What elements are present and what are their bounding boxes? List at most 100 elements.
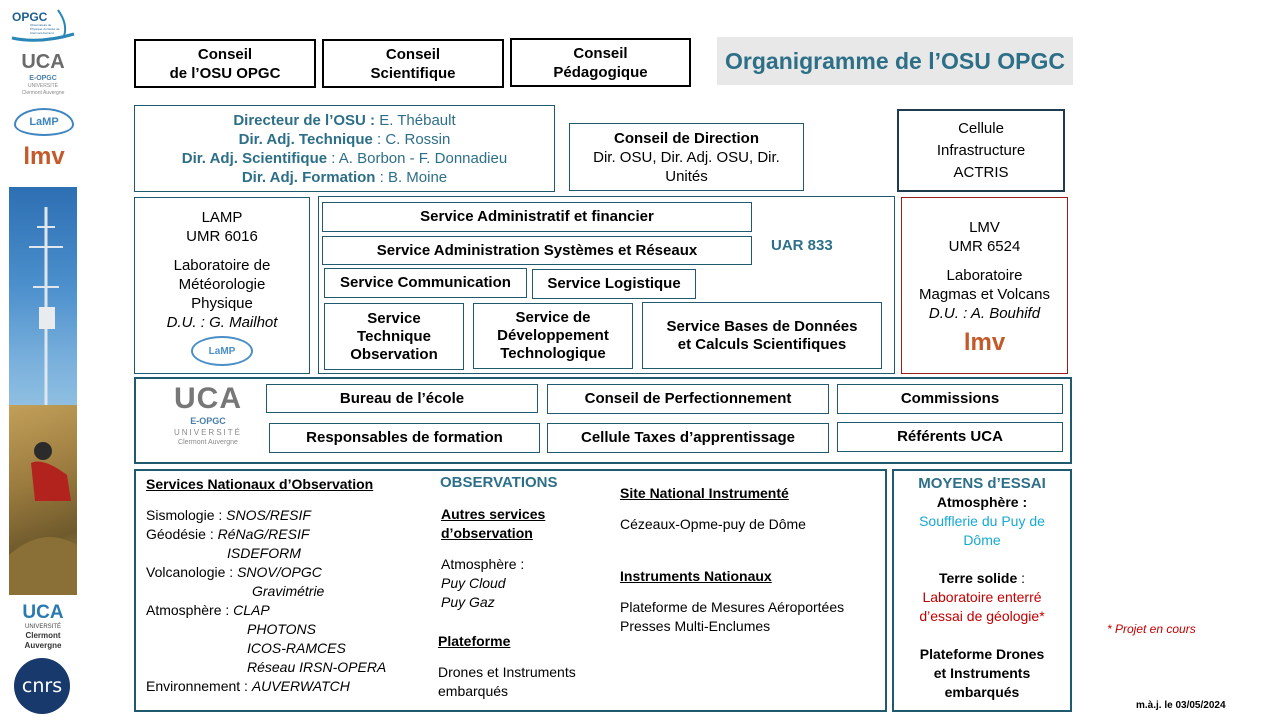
weather-mast-icon	[9, 187, 77, 405]
service-logistique-label: Service Logistique	[547, 275, 680, 293]
referents-uca-label: Référents UCA	[897, 428, 1003, 446]
dir-sci-name: : A. Borbon - F. Donnadieu	[327, 150, 507, 167]
moyens-plateforme-3: embarqués	[893, 683, 1071, 702]
service-admin-financier: Service Administratif et financier	[322, 202, 752, 232]
lamp-line1: LAMP	[202, 208, 243, 227]
dir-form-role: Dir. Adj. Formation	[242, 169, 376, 186]
service-sbd-line2: et Calculs Scientifiques	[678, 336, 846, 354]
conseil-perfectionnement-label: Conseil de Perfectionnement	[585, 390, 792, 408]
moyens-atmo: Atmosphère :	[893, 493, 1071, 512]
conseil-perfectionnement: Conseil de Perfectionnement	[547, 384, 829, 414]
direction-line-formation: Dir. Adj. Formation : B. Moine	[242, 168, 447, 187]
lamp-box: LAMP UMR 6016 Laboratoire de Météorologi…	[134, 197, 310, 374]
autres-puy-gaz: Puy Gaz	[441, 593, 611, 612]
bureau-ecole: Bureau de l’école	[266, 384, 538, 413]
opgc-logo-sub: Observatoire de Physique du Globe de Cle…	[30, 23, 62, 35]
plateforme-column: Plateforme Drones et Instruments embarqu…	[438, 632, 613, 701]
service-asr-label: Service Administration Systèmes et Résea…	[377, 242, 697, 260]
council-osu-line2: de l’OSU OPGC	[170, 64, 281, 83]
lamp-line6: D.U. : G. Mailhot	[167, 313, 278, 332]
service-sto-line2: Technique	[357, 328, 431, 346]
lmv-sidebar-logo: lmv	[18, 142, 70, 178]
sno-volcanologie: Volcanologie : SNOV/OPGC	[146, 563, 426, 582]
sno-atmosphere: Atmosphère : CLAP	[146, 601, 426, 620]
atmo-value1: CLAP	[233, 602, 270, 618]
council-peda-line2: Pédagogique	[553, 63, 647, 82]
council-sci-line1: Conseil	[386, 45, 440, 64]
council-pedagogique: Conseil Pédagogique	[510, 38, 691, 87]
eopgc-logo-text: E-OPGC	[12, 74, 74, 83]
instruments-title: Instruments Nationaux	[620, 567, 882, 586]
uca-eopgc-logo: UCA E-OPGC UNIVERSITÉ Clermont Auvergne	[12, 50, 74, 102]
service-sdt-line1: Service de	[515, 309, 590, 327]
ecole-uca-logo: UCA E-OPGC UNIVERSITÉ Clermont Auvergne	[160, 382, 256, 458]
moyens-plateforme-2: et Instruments	[893, 664, 1071, 683]
sno-sismologie: Sismologie : SNOS/RESIF	[146, 506, 426, 525]
update-date: m.à.j. le 03/05/2024	[1136, 700, 1226, 711]
sky-mast-photo	[9, 187, 77, 405]
dir-tech-role: Dir. Adj. Technique	[239, 131, 373, 148]
plateforme-line1: Drones et Instruments	[438, 663, 613, 682]
volc-label: Volcanologie :	[146, 564, 237, 580]
auvergne-logo-text: Auvergne	[10, 641, 76, 651]
service-admin-financier-label: Service Administratif et financier	[420, 208, 654, 226]
autres-title-2: d’observation	[441, 524, 611, 543]
service-sdt-line3: Technologique	[500, 345, 606, 363]
council-osu: Conseil de l’OSU OPGC	[134, 39, 316, 88]
page-title-box: Organigramme de l’OSU OPGC	[717, 37, 1073, 85]
service-communication: Service Communication	[324, 268, 527, 298]
lamp-line3: Laboratoire de	[174, 256, 271, 275]
lmv-line5: D.U. : A. Bouhifd	[929, 304, 1040, 323]
observations-heading: OBSERVATIONS	[440, 474, 558, 491]
autres-title-1: Autres services	[441, 505, 611, 524]
moyens-terre-colon: :	[1017, 570, 1025, 586]
lmv-line2: UMR 6524	[949, 237, 1021, 256]
autres-atmo-label: Atmosphère :	[441, 555, 611, 574]
dir-sci-role: Dir. Adj. Scientifique	[182, 150, 327, 167]
service-sdt-line2: Développement	[497, 327, 609, 345]
dir-tech-name: : C. Rossin	[373, 131, 451, 148]
lmv-box: LMV UMR 6524 Laboratoire Magmas et Volca…	[901, 197, 1068, 374]
lamp-logo: LaMP	[191, 336, 253, 366]
service-sbd-line1: Service Bases de Données	[667, 318, 858, 336]
sno-geodesie: Géodésie : RéNaG/RESIF	[146, 525, 426, 544]
sno-title: Services Nationaux d’Observation	[146, 475, 426, 494]
geod-value1: RéNaG/RESIF	[218, 526, 310, 542]
sni-title: Site National Instrumenté	[620, 484, 882, 503]
lamp-logo-text: LaMP	[209, 342, 236, 361]
lmv-sidebar-logo-text: lmv	[23, 143, 64, 170]
lamp-line5: Physique	[191, 294, 253, 313]
conseil-direction-title: Conseil de Direction	[614, 129, 759, 148]
instruments-line2: Presses Multi-Enclumes	[620, 617, 882, 636]
instruments-line1: Plateforme de Mesures Aéroportées	[620, 598, 882, 617]
responsables-formation-label: Responsables de formation	[306, 429, 503, 447]
lmv-line1: LMV	[969, 218, 1000, 237]
autres-puy-cloud: Puy Cloud	[441, 574, 611, 593]
moyens-content: MOYENS d’ESSAI Atmosphère : Soufflerie d…	[893, 474, 1071, 702]
moyens-heading: MOYENS d’ESSAI	[893, 474, 1071, 493]
lamp-line4: Météorologie	[179, 275, 266, 294]
uar-label: UAR 833	[771, 237, 833, 254]
ecole-uca-logo-text: UCA	[160, 382, 256, 416]
sno-environnement: Environnement : AUVERWATCH	[146, 677, 426, 696]
instruments-column: Instruments Nationaux Plateforme de Mesu…	[620, 567, 882, 636]
plateforme-line2: embarqués	[438, 682, 613, 701]
responsables-formation: Responsables de formation	[269, 423, 540, 453]
bureau-ecole-label: Bureau de l’école	[340, 390, 464, 408]
service-communication-label: Service Communication	[340, 274, 511, 292]
geod-label: Géodésie :	[146, 526, 218, 542]
sno-geodesie-2: ISDEFORM	[146, 544, 426, 563]
opgc-logo-text: OPGC	[12, 10, 47, 24]
lamp-sidebar-logo-text: LaMP	[29, 116, 58, 128]
cnrs-logo: cnrs	[14, 658, 70, 714]
cellule-taxes-label: Cellule Taxes d’apprentissage	[581, 429, 795, 447]
actris-box: Cellule Infrastructure ACTRIS	[897, 109, 1065, 192]
env-value: AUVERWATCH	[252, 678, 350, 694]
lamp-sidebar-logo: LaMP	[14, 108, 74, 136]
page-title: Organigramme de l’OSU OPGC	[725, 48, 1065, 75]
service-sto: Service Technique Observation	[324, 303, 464, 370]
lmv-logo: lmv	[964, 329, 1005, 357]
council-scientifique: Conseil Scientifique	[322, 39, 504, 88]
council-sci-line2: Scientifique	[370, 64, 455, 83]
service-asr: Service Administration Systèmes et Résea…	[322, 236, 752, 265]
